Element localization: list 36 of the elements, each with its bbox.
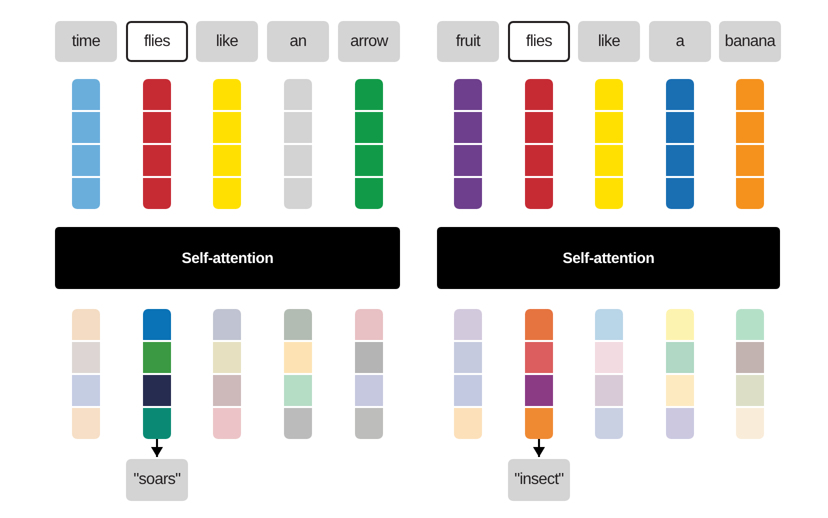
self-attention-block: Self-attention <box>55 227 400 289</box>
embedding-vector-bar <box>72 79 100 209</box>
arrow <box>151 439 163 457</box>
contextual-embedding-bar <box>454 309 482 439</box>
highlighted-word-token: flies <box>126 21 188 62</box>
self-attention-block: Self-attention <box>437 227 780 289</box>
word-token: like <box>196 21 258 62</box>
contextual-embedding-bar <box>72 309 100 439</box>
embedding-vector-bar <box>213 79 241 209</box>
contextual-embedding-bar <box>736 309 764 439</box>
contextual-embedding-bar <box>355 309 383 439</box>
embedding-vector-bar <box>355 79 383 209</box>
highlighted-word-token: flies <box>508 21 570 62</box>
contextual-embedding-bar <box>666 309 694 439</box>
word-token: arrow <box>338 21 400 62</box>
embedding-vector-bar <box>595 79 623 209</box>
contextual-embedding-bar <box>284 309 312 439</box>
predicted-word-token: "soars" <box>126 459 188 501</box>
word-token: fruit <box>437 21 499 62</box>
word-token: like <box>578 21 640 62</box>
word-token: a <box>649 21 711 62</box>
contextual-embedding-bar <box>213 309 241 439</box>
embedding-vector-bar <box>666 79 694 209</box>
word-token: time <box>55 21 117 62</box>
embedding-vector-bar <box>143 79 171 209</box>
embedding-vector-bar <box>736 79 764 209</box>
arrow <box>533 439 545 457</box>
contextual-embedding-bar <box>525 309 553 439</box>
embedding-vector-bar <box>525 79 553 209</box>
embedding-vector-bar <box>284 79 312 209</box>
predicted-word-token: "insect" <box>508 459 570 501</box>
word-token: banana <box>719 21 781 62</box>
word-token: an <box>267 21 329 62</box>
embedding-vector-bar <box>454 79 482 209</box>
contextual-embedding-bar <box>595 309 623 439</box>
contextual-embedding-bar <box>143 309 171 439</box>
